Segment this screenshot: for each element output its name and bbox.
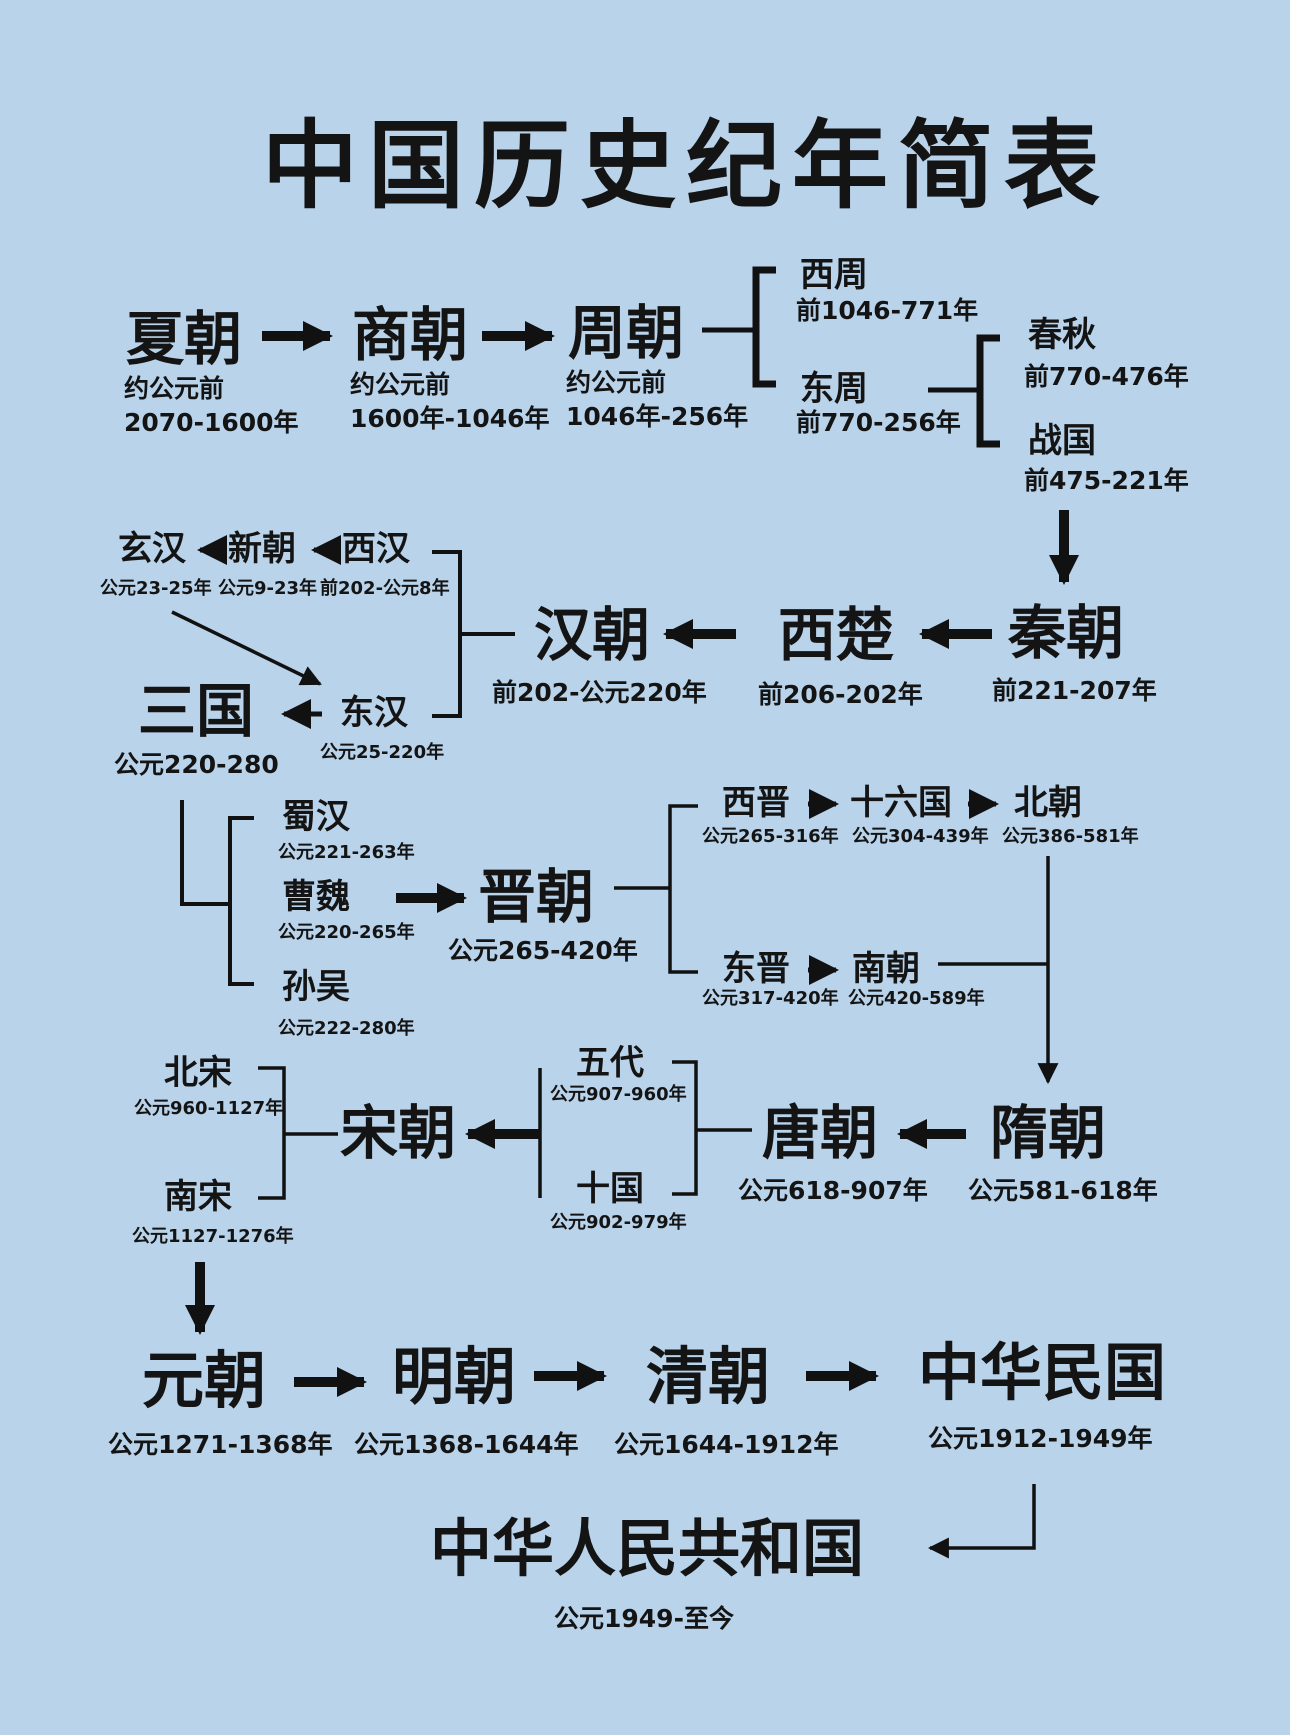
node-dongzhou: 东周 — [800, 369, 868, 409]
date-tang: 公元618-907年 — [738, 1176, 928, 1205]
date-zhou-2: 1046年-256年 — [566, 402, 749, 431]
node-donghan: 东汉 — [340, 693, 408, 733]
node-sanguo: 三国 — [138, 677, 255, 745]
node-beichao: 北朝 — [1014, 783, 1082, 823]
date-han: 前202-公元220年 — [492, 678, 707, 707]
date-yuan: 公元1271-1368年 — [108, 1430, 333, 1459]
date-jin: 公元265-420年 — [448, 936, 638, 965]
node-shiguo: 十国 — [576, 1169, 644, 1209]
node-prc: 中华人民共和国 — [430, 1512, 865, 1585]
node-song: 宋朝 — [340, 1099, 457, 1167]
node-han: 汉朝 — [534, 601, 651, 669]
arrow-minguo-prc — [927, 1484, 1036, 1559]
node-tang: 唐朝 — [762, 1099, 879, 1167]
node-dongjin: 东晋 — [722, 949, 790, 989]
date-xihan: 前202-公元8年 — [320, 578, 450, 599]
date-minguo: 公元1912-1949年 — [928, 1424, 1153, 1453]
bracket-zhou — [752, 266, 776, 388]
page-title: 中国历史纪年简表 — [262, 110, 1110, 222]
date-xijin: 公元265-316年 — [702, 826, 839, 847]
date-zhanguo: 前475-221年 — [1024, 466, 1189, 495]
node-yuan: 元朝 — [142, 1344, 267, 1417]
date-shiliuguo: 公元304-439年 — [852, 826, 989, 847]
node-shang: 商朝 — [352, 301, 469, 369]
node-zhanguo: 战国 — [1028, 421, 1096, 461]
node-nansong: 南宋 — [164, 1177, 232, 1217]
node-xihan: 西汉 — [342, 529, 410, 569]
date-dongjin: 公元317-420年 — [702, 988, 839, 1009]
date-sui: 公元581-618年 — [968, 1176, 1158, 1205]
node-wudai: 五代 — [576, 1043, 644, 1083]
date-beichao: 公元386-581年 — [1002, 826, 1139, 847]
date-shang-2: 1600年-1046年 — [350, 404, 550, 433]
date-qing: 公元1644-1912年 — [614, 1430, 839, 1459]
node-xizhou: 西周 — [800, 255, 868, 295]
date-sunwu: 公元222-280年 — [278, 1018, 415, 1039]
date-shang-1: 约公元前 — [350, 370, 451, 399]
node-caowei: 曹魏 — [282, 877, 350, 917]
node-zhou: 周朝 — [568, 299, 685, 367]
node-qin: 秦朝 — [1008, 599, 1125, 667]
date-sanguo: 公元220-280 — [114, 750, 279, 779]
date-shiguo: 公元902-979年 — [550, 1212, 687, 1233]
date-ming: 公元1368-1644年 — [354, 1430, 579, 1459]
date-xichu: 前206-202年 — [758, 680, 923, 709]
node-ming: 明朝 — [392, 1340, 517, 1413]
node-sunwu: 孙吴 — [282, 967, 350, 1007]
date-qin: 前221-207年 — [992, 676, 1157, 705]
node-qing: 清朝 — [646, 1340, 771, 1413]
date-nansong: 公元1127-1276年 — [132, 1226, 294, 1247]
date-shuhan: 公元221-263年 — [278, 842, 415, 863]
date-xuanhan: 公元23-25年 — [100, 578, 212, 599]
bracket-jin — [668, 804, 698, 974]
date-dongzhou: 前770-256年 — [796, 408, 961, 437]
node-xijin: 西晋 — [722, 783, 790, 823]
date-chunqiu: 前770-476年 — [1024, 362, 1189, 391]
bracket-sanguo — [228, 816, 254, 986]
node-xuanhan: 玄汉 — [118, 529, 186, 569]
date-xia-1: 约公元前 — [124, 374, 225, 403]
node-shiliuguo: 十六国 — [850, 783, 952, 823]
node-nanchao: 南朝 — [852, 949, 920, 989]
date-caowei: 公元220-265年 — [278, 922, 415, 943]
node-xichu: 西楚 — [778, 601, 895, 669]
arrow-xuanhan-donghan — [171, 610, 322, 686]
date-xizhou: 前1046-771年 — [796, 296, 979, 325]
date-zhou-1: 约公元前 — [566, 368, 667, 397]
date-donghan: 公元25-220年 — [320, 742, 445, 763]
bracket-han — [432, 550, 462, 718]
bracket-tang — [672, 1060, 698, 1196]
node-xin: 新朝 — [228, 529, 296, 569]
node-beisong: 北宋 — [164, 1053, 232, 1093]
bracket-song — [258, 1066, 286, 1200]
date-nanchao: 公元420-589年 — [848, 988, 985, 1009]
node-shuhan: 蜀汉 — [282, 797, 350, 837]
date-xin: 公元9-23年 — [218, 578, 318, 599]
date-xia-2: 2070-1600年 — [124, 408, 299, 437]
node-xia: 夏朝 — [126, 305, 243, 373]
bracket-dongzhou — [976, 334, 1000, 448]
line-sanguo-down — [180, 800, 230, 906]
date-wudai: 公元907-960年 — [550, 1084, 687, 1105]
node-minguo: 中华民国 — [918, 1336, 1167, 1409]
node-sui: 隋朝 — [990, 1099, 1107, 1167]
date-beisong: 公元960-1127年 — [134, 1098, 284, 1119]
node-jin: 晋朝 — [478, 863, 595, 931]
node-chunqiu: 春秋 — [1028, 315, 1096, 355]
date-prc: 公元1949-至今 — [554, 1604, 734, 1633]
